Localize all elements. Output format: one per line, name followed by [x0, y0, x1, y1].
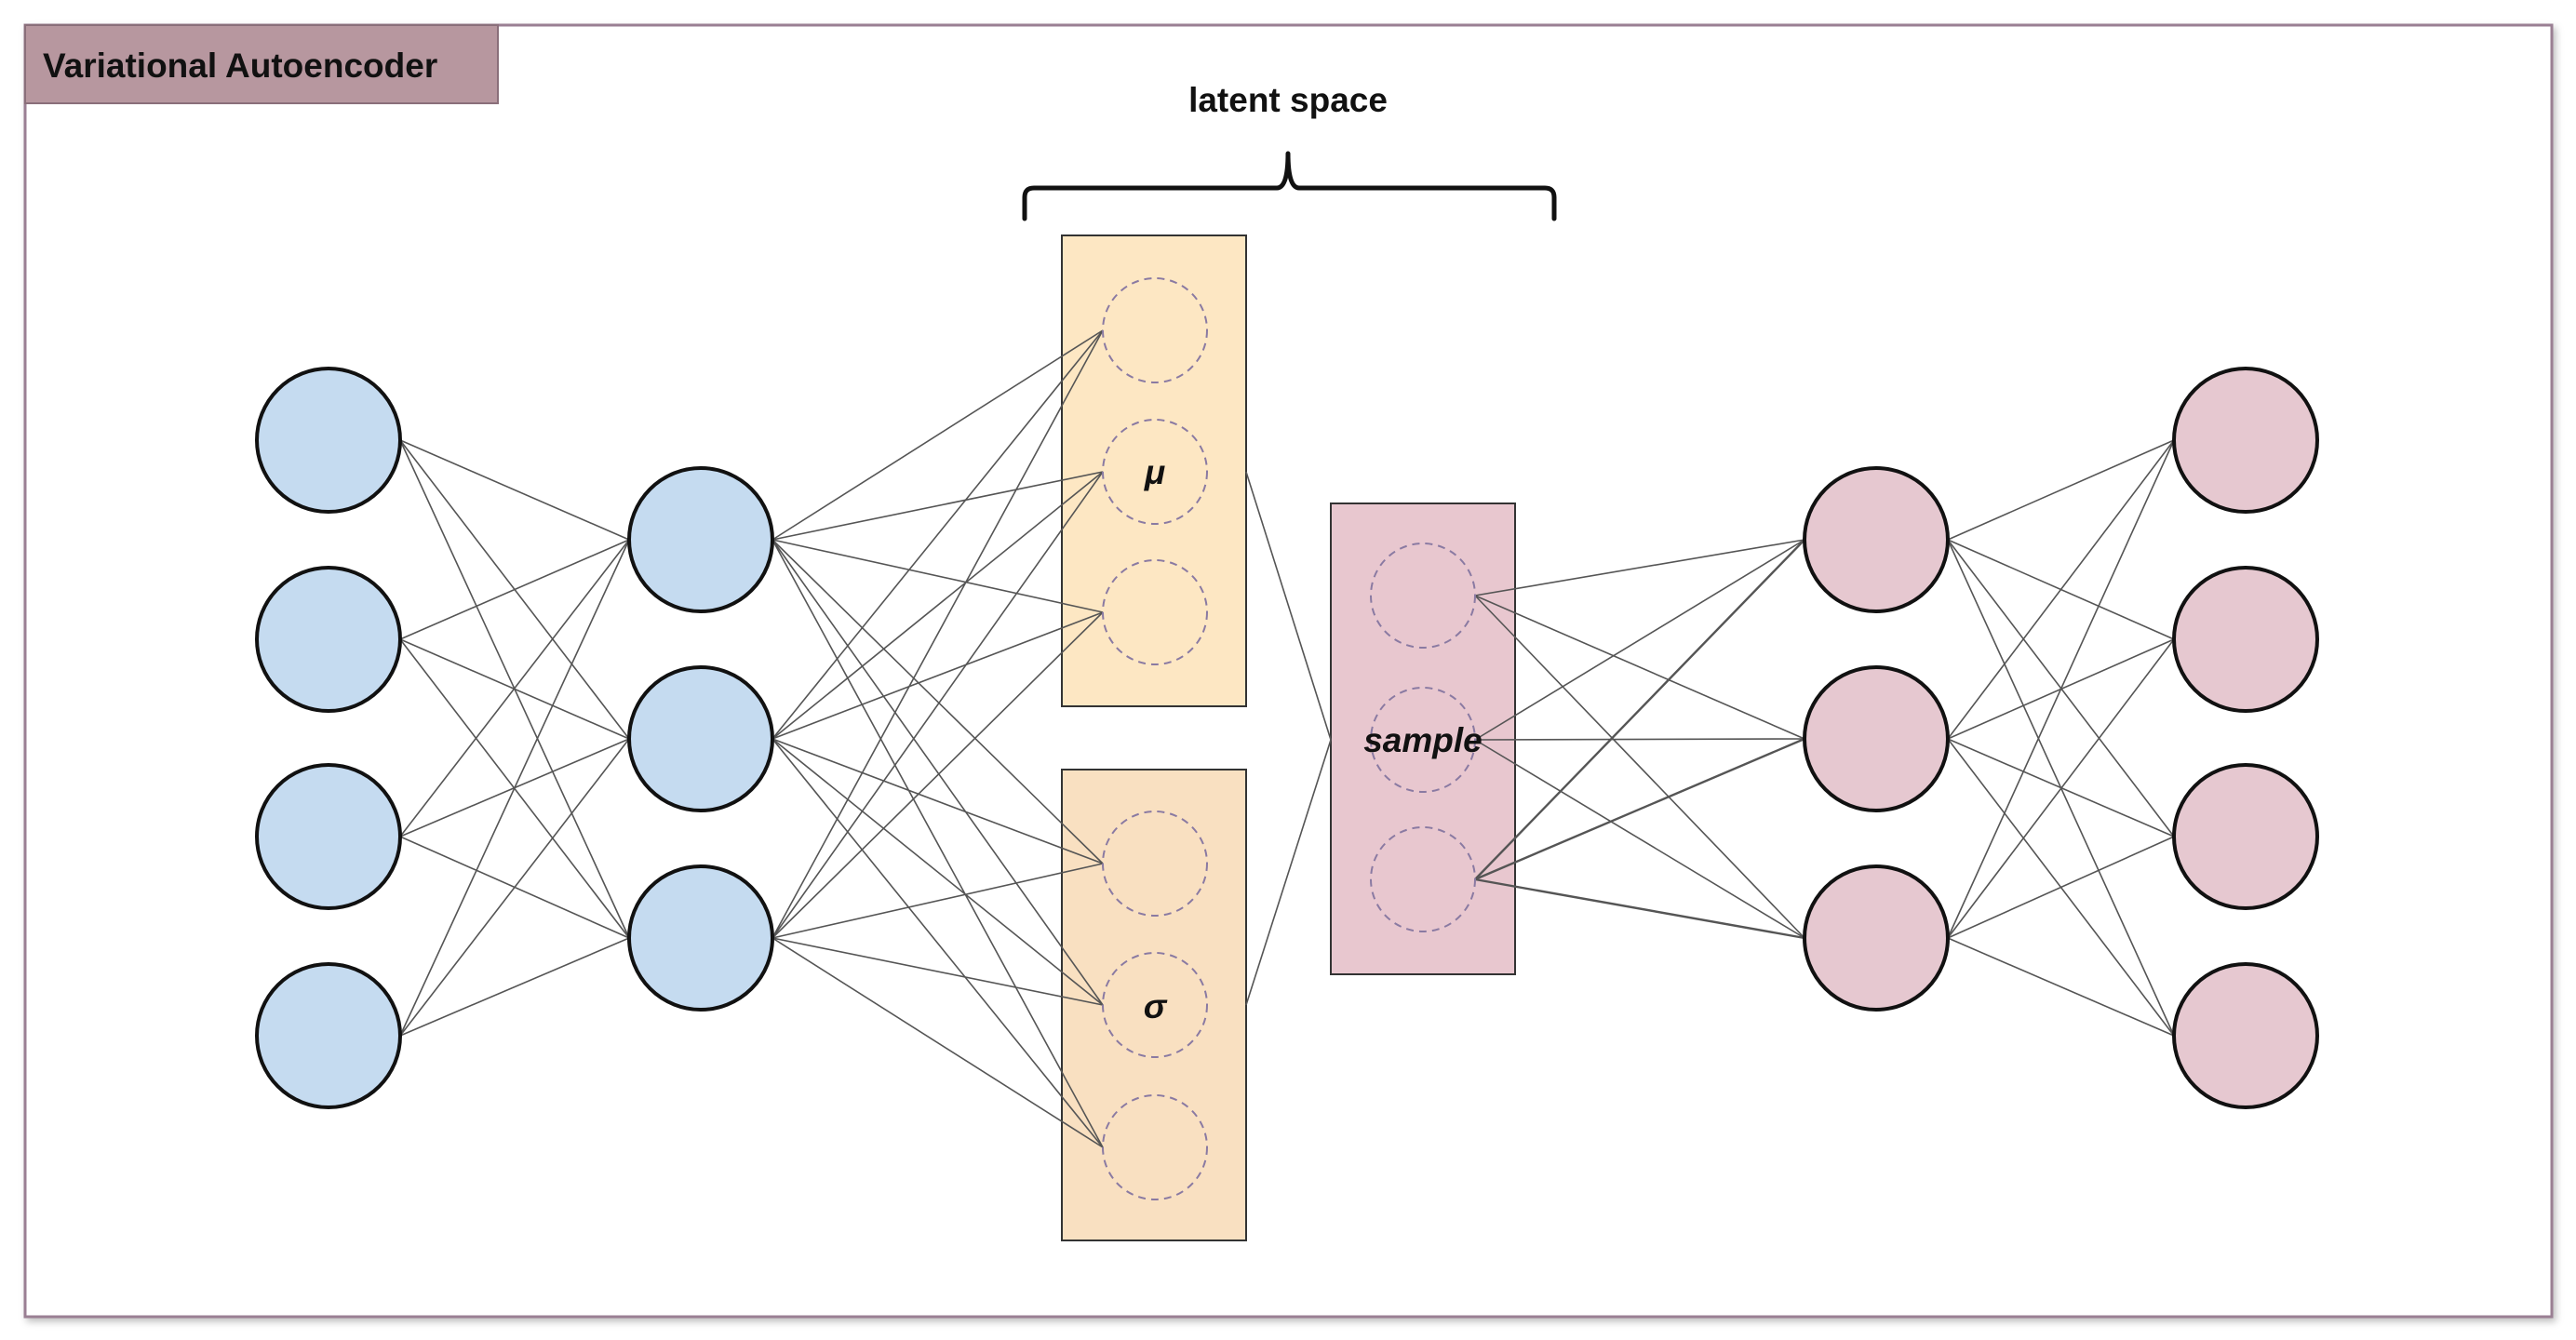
connection-line	[1474, 539, 1805, 741]
encoder-hidden-node	[627, 466, 774, 613]
connection-line	[1245, 471, 1332, 741]
sigma-node	[1102, 952, 1208, 1058]
connection-line	[1947, 439, 2175, 541]
decoder-output-node	[2172, 367, 2319, 514]
connection-line	[771, 937, 1104, 1148]
sample-nodes	[1370, 543, 1476, 932]
connection-line	[399, 738, 630, 1037]
encoder-input-node	[255, 962, 402, 1109]
mu-nodes	[1102, 277, 1208, 665]
sigma-box	[1061, 769, 1247, 1241]
decoder-hidden-node	[1803, 665, 1950, 812]
connection-line	[1947, 836, 2175, 939]
encoder-hidden-node	[627, 665, 774, 812]
sigma-node	[1102, 1094, 1208, 1200]
connection-line	[771, 539, 1104, 1148]
encoder-input-node	[255, 566, 402, 713]
connection-line	[771, 539, 1104, 1006]
decoder-output-node	[2172, 763, 2319, 910]
decoder-output-node	[2172, 962, 2319, 1109]
connection-line	[1474, 539, 1805, 880]
connection-line	[771, 471, 1104, 541]
decoder-hidden-layer	[1803, 466, 1950, 1012]
connection-line	[1474, 739, 1805, 939]
connection-line	[399, 539, 630, 1037]
mu-node	[1102, 277, 1208, 383]
connection-line	[1245, 739, 1332, 1006]
connection-line	[1474, 595, 1805, 939]
mu-label: μ	[1144, 453, 1165, 491]
connection-line	[771, 471, 1104, 939]
connection-line	[399, 937, 630, 1037]
connection-line	[771, 738, 1104, 864]
connection-line	[1474, 878, 1805, 940]
connection-line	[771, 329, 1104, 740]
connection-line	[771, 738, 1104, 1006]
decoder-hidden-node	[1803, 864, 1950, 1012]
connection-line	[771, 738, 1104, 1148]
connection-line	[399, 539, 630, 838]
mu-node	[1102, 559, 1208, 665]
encoder-input-node	[255, 763, 402, 910]
connection-line	[771, 863, 1104, 939]
sigma-label: σ	[1144, 987, 1168, 1025]
latent-space-label: latent space	[1188, 81, 1388, 119]
sigma-node	[1102, 811, 1208, 917]
title-box-bg	[24, 24, 499, 104]
connection-line	[1474, 738, 1805, 741]
connection-line	[771, 539, 1104, 864]
connection-line	[771, 471, 1104, 740]
sample-node	[1370, 543, 1476, 649]
connection-line	[771, 539, 1104, 613]
connection-line	[771, 329, 1104, 541]
connection-line	[1474, 539, 1805, 596]
connection-line	[1474, 595, 1805, 740]
connection-line	[1947, 937, 2175, 1037]
sample-box	[1330, 502, 1516, 975]
diagram-title: Variational Autoencoder	[43, 47, 437, 85]
connection-line	[1947, 439, 2175, 740]
sample-label: sample	[1363, 721, 1483, 759]
encoder-hidden-layer	[627, 466, 774, 1012]
encoder-input-node	[255, 367, 402, 514]
sigma-nodes	[1102, 811, 1208, 1200]
mu-box	[1061, 234, 1247, 707]
connection-line	[771, 329, 1104, 939]
sample-node	[1370, 687, 1476, 793]
connection-line	[399, 539, 630, 640]
connection-line	[771, 611, 1104, 939]
title-box: Variational Autoencoder	[24, 24, 499, 104]
connection-line	[771, 611, 1104, 740]
connections	[399, 329, 2175, 1148]
sample-node	[1370, 826, 1476, 932]
encoder-input-layer	[255, 367, 402, 1109]
connection-line	[1947, 439, 2175, 939]
connection-line	[771, 937, 1104, 1006]
connection-line	[1474, 737, 1805, 881]
diagram-frame	[23, 23, 2554, 1319]
connection-line	[399, 439, 630, 541]
connection-line	[1947, 638, 2175, 939]
mu-node	[1102, 419, 1208, 525]
decoder-output-layer	[2172, 367, 2319, 1109]
latent-space-brace	[1022, 151, 1557, 221]
encoder-hidden-node	[627, 864, 774, 1012]
decoder-output-node	[2172, 566, 2319, 713]
decoder-hidden-node	[1803, 466, 1950, 613]
